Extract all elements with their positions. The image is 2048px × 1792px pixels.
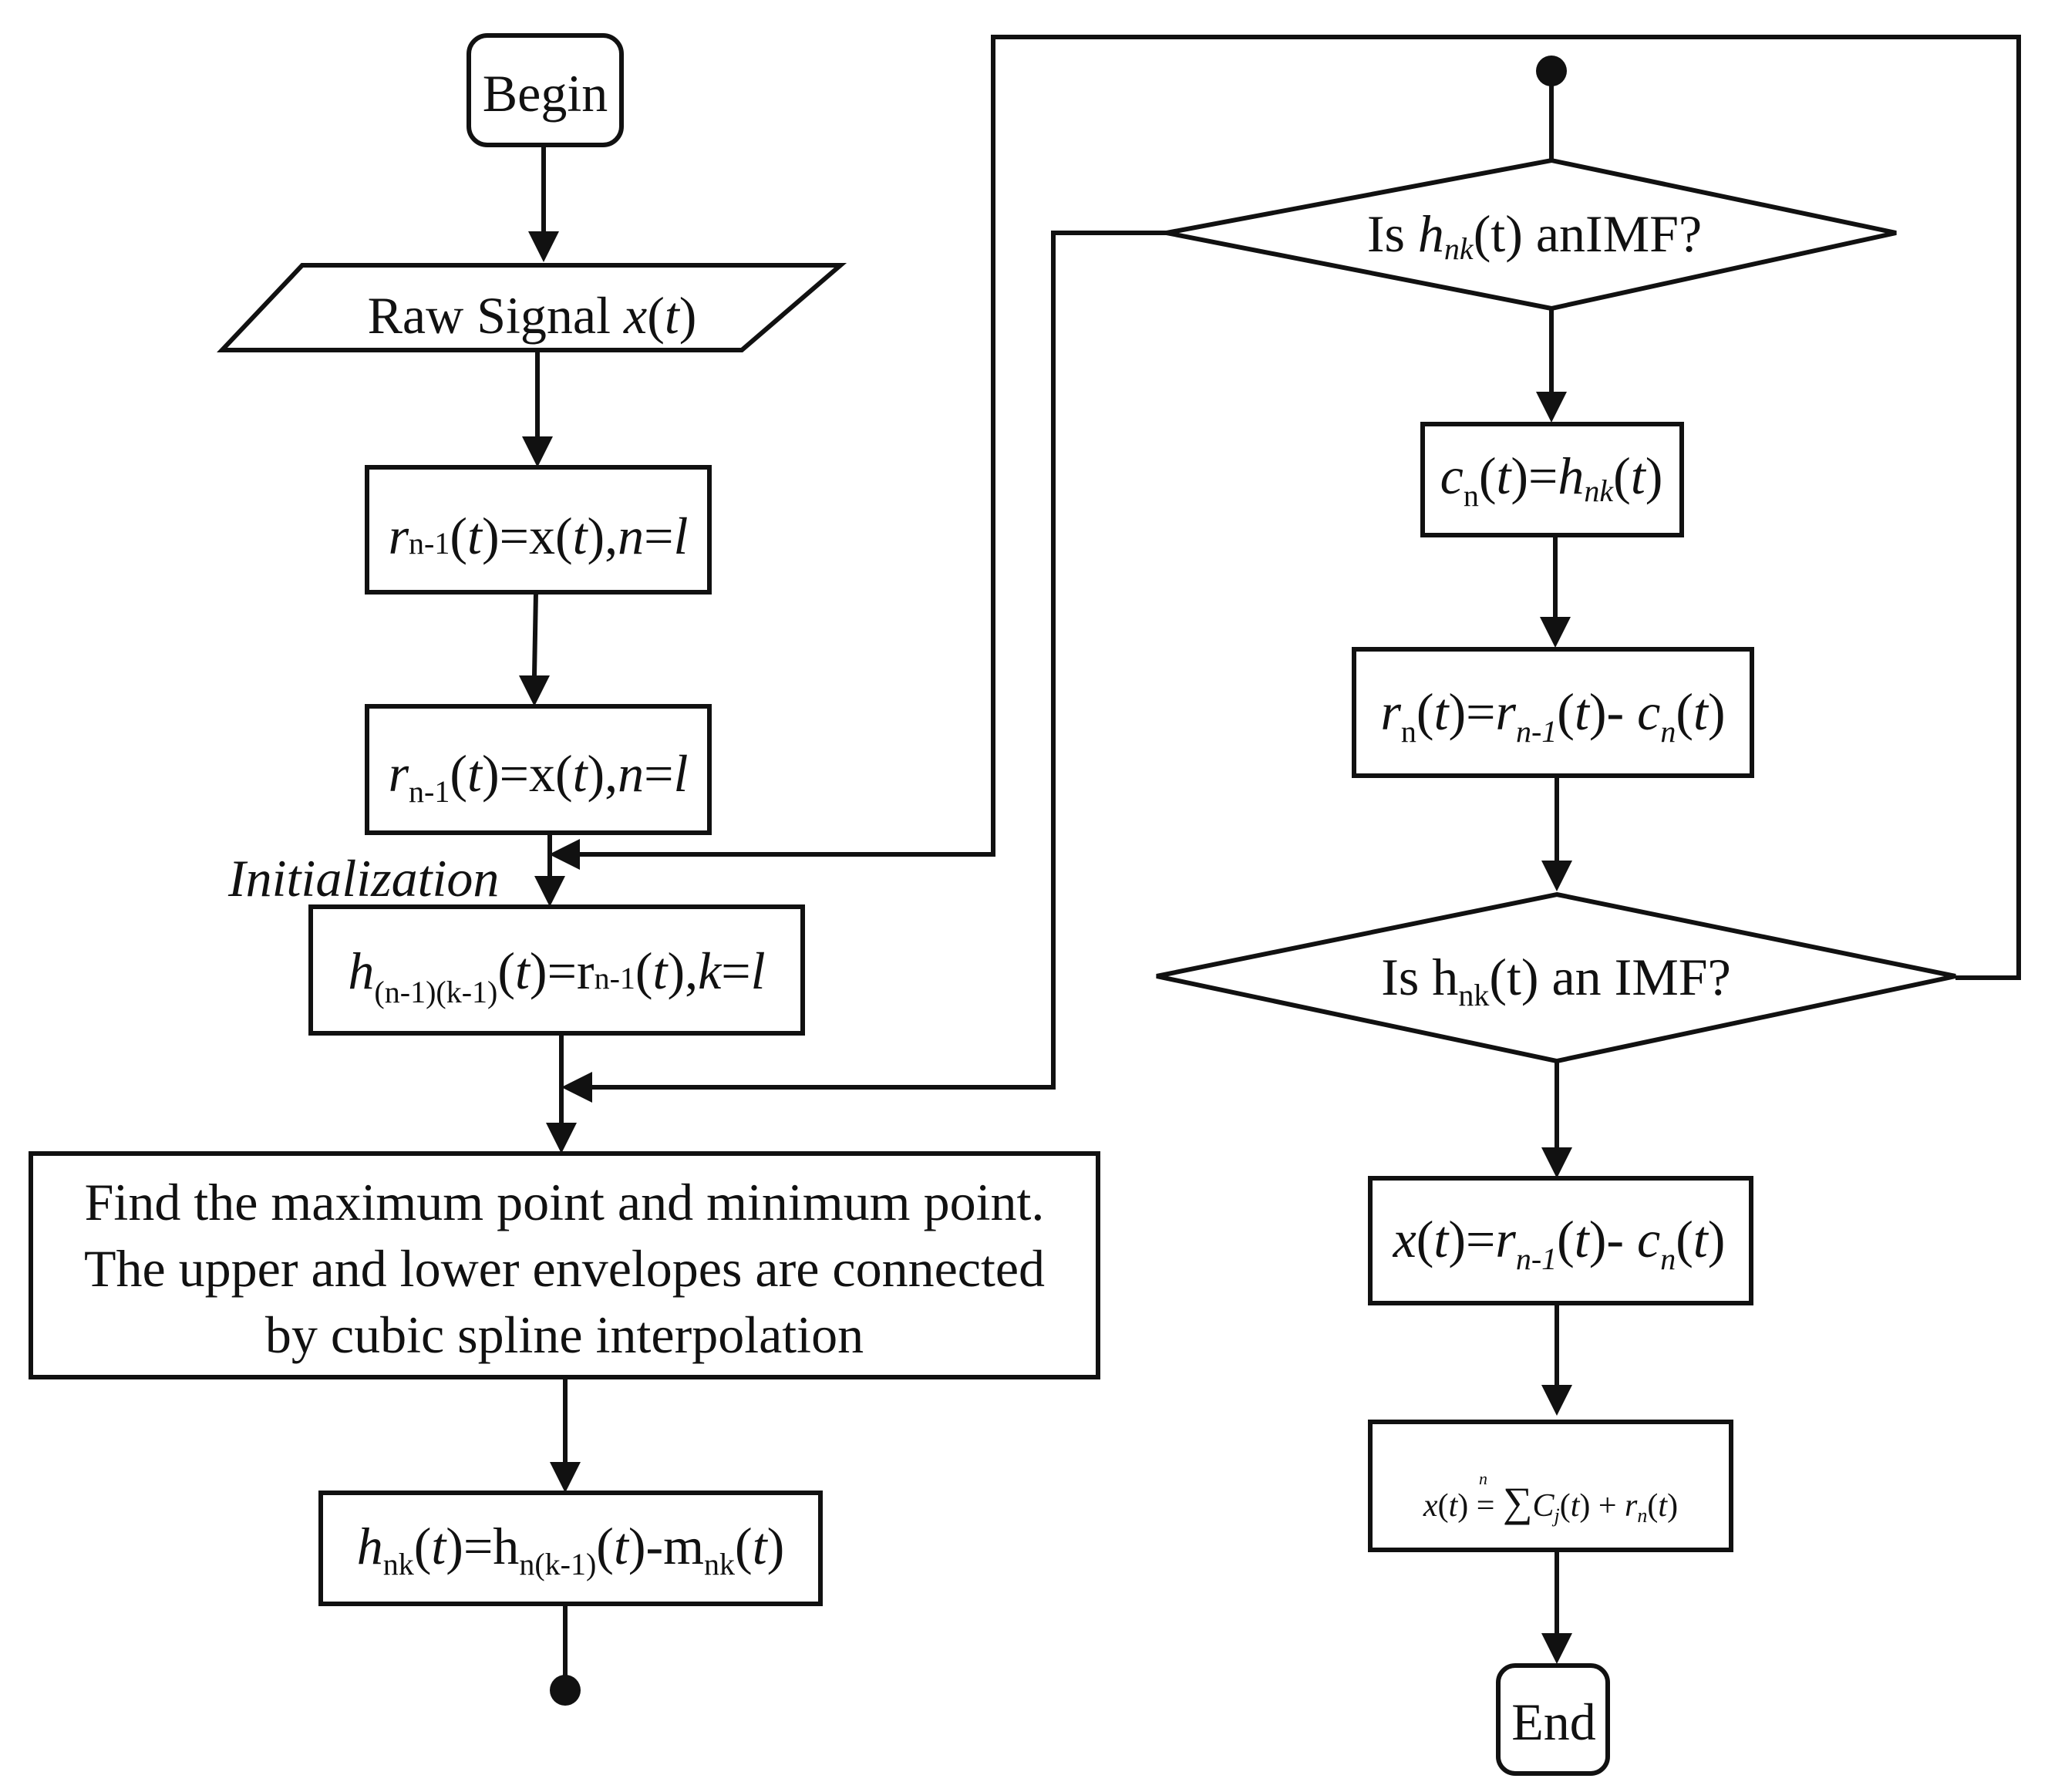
- signal-relation-box: x(t)=rn-1(t)- cn(t): [1368, 1176, 1753, 1305]
- loop-imf-check2-to-initialization: [580, 35, 2021, 980]
- end-terminal: End: [1496, 1663, 1610, 1776]
- residue-init-box-2: rn-1(t)=x(t),n=l: [365, 704, 712, 835]
- arrowhead-down: [528, 231, 559, 262]
- reconstruction-sum-upper: n: [1479, 1469, 1487, 1488]
- arrowhead-down: [1536, 392, 1567, 423]
- arrowhead-left: [561, 1072, 592, 1103]
- residue-init-formula-2: rn-1(t)=x(t),n=l: [389, 744, 689, 809]
- residue-update-formula: rn(t)=rn-1(t)- cn(t): [1380, 682, 1725, 749]
- imf-check-decision-2: Is hnk(t) an IMF?: [1156, 891, 1956, 1064]
- arrowhead-down: [1541, 861, 1572, 891]
- imf-check-decision-1: Is hnk(t) anIMF?: [1166, 157, 1897, 312]
- h-update-box: hnk(t)=hn(k-1)(t)-mnk(t): [318, 1491, 823, 1606]
- h-init-formula: h(n-1)(k-1)(t)=rn-1(t),k=l: [348, 941, 765, 1009]
- arrowhead-down: [1541, 1385, 1572, 1416]
- arrowhead-down: [1540, 617, 1571, 648]
- begin-label: Begin: [483, 64, 608, 123]
- raw-signal-label: Raw Signal x(t): [368, 286, 697, 345]
- arrow-residue1-to-residue2: [532, 591, 538, 676]
- arrowhead-left: [549, 839, 580, 870]
- arrowhead-down: [550, 1462, 581, 1493]
- arrowhead-down: [534, 876, 565, 907]
- arrowhead-down: [1541, 1633, 1572, 1664]
- imf-check-1-label: Is hnk(t) anIMF?: [1367, 204, 1702, 266]
- find-extrema-line-3: by cubic spline interpolation: [265, 1305, 864, 1364]
- arrowhead-down: [1541, 1147, 1572, 1178]
- residue-init-box-1: rn-1(t)=x(t),n=l: [365, 465, 712, 595]
- find-extrema-line-1: Find the maximum point and minimum point…: [85, 1173, 1045, 1231]
- raw-signal-input: Raw Signal x(t): [217, 263, 847, 352]
- loop-imf-check1-to-find: [592, 231, 1167, 1090]
- signal-relation-formula: x(t)=rn-1(t)- cn(t): [1393, 1210, 1726, 1276]
- find-extrema-line-2: The upper and lower envelopes are connec…: [84, 1239, 1045, 1298]
- arrowhead-down: [546, 1123, 577, 1154]
- connectors: [519, 35, 2021, 1706]
- reconstruction-box: n x(t) = ∑Cj(t) + rn(t): [1368, 1420, 1733, 1552]
- residue-update-box: rn(t)=rn-1(t)- cn(t): [1352, 647, 1754, 778]
- residue-init-formula-1: rn-1(t)=x(t),n=l: [389, 507, 689, 565]
- imf-assign-formula: cn(t)=hnk(t): [1440, 446, 1663, 513]
- imf-assign-box: cn(t)=hnk(t): [1420, 422, 1684, 537]
- imf-check-2-label: Is hnk(t) an IMF?: [1381, 948, 1731, 1012]
- arrowhead-down: [519, 675, 550, 706]
- h-update-formula: hnk(t)=hn(k-1)(t)-mnk(t): [357, 1517, 785, 1581]
- end-label: End: [1511, 1693, 1596, 1751]
- initialization-label: Initialization: [227, 849, 499, 908]
- arrowhead-down: [522, 436, 553, 467]
- reconstruction-formula: x(t) = ∑Cj(t) + rn(t): [1423, 1479, 1678, 1527]
- begin-terminal: Begin: [467, 33, 624, 147]
- h-init-box: h(n-1)(k-1)(t)=rn-1(t),k=l: [308, 904, 805, 1036]
- find-extrema-box: Find the maximum point and minimum point…: [29, 1151, 1100, 1379]
- connector-dot-bottom: [550, 1675, 581, 1706]
